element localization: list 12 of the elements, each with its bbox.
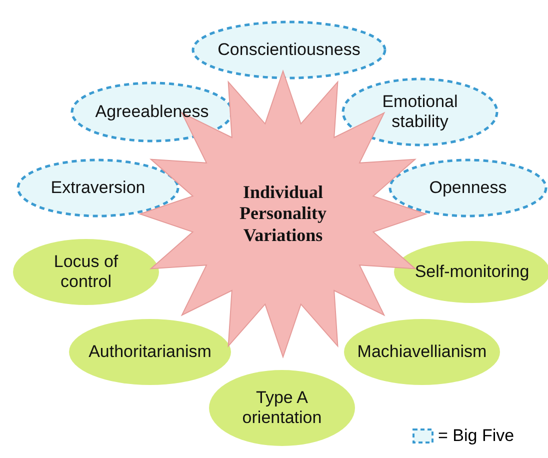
trait-label: Self-monitoring (414, 262, 530, 282)
trait-label: Extraversion (50, 178, 146, 198)
legend-label: = Big Five (438, 426, 514, 446)
center-title: Individual Personality Variations (238, 182, 328, 246)
trait-label: Locus of control (52, 252, 120, 292)
trait-label: Openness (429, 178, 507, 198)
trait-label: Agreeableness (95, 102, 209, 122)
trait-label: Type A orientation (241, 388, 323, 428)
trait-label: Emotional stability (381, 92, 459, 132)
trait-label: Machiavellianism (357, 342, 487, 362)
trait-label: Authoritarianism (88, 342, 212, 362)
trait-label: Conscientiousness (218, 40, 360, 60)
